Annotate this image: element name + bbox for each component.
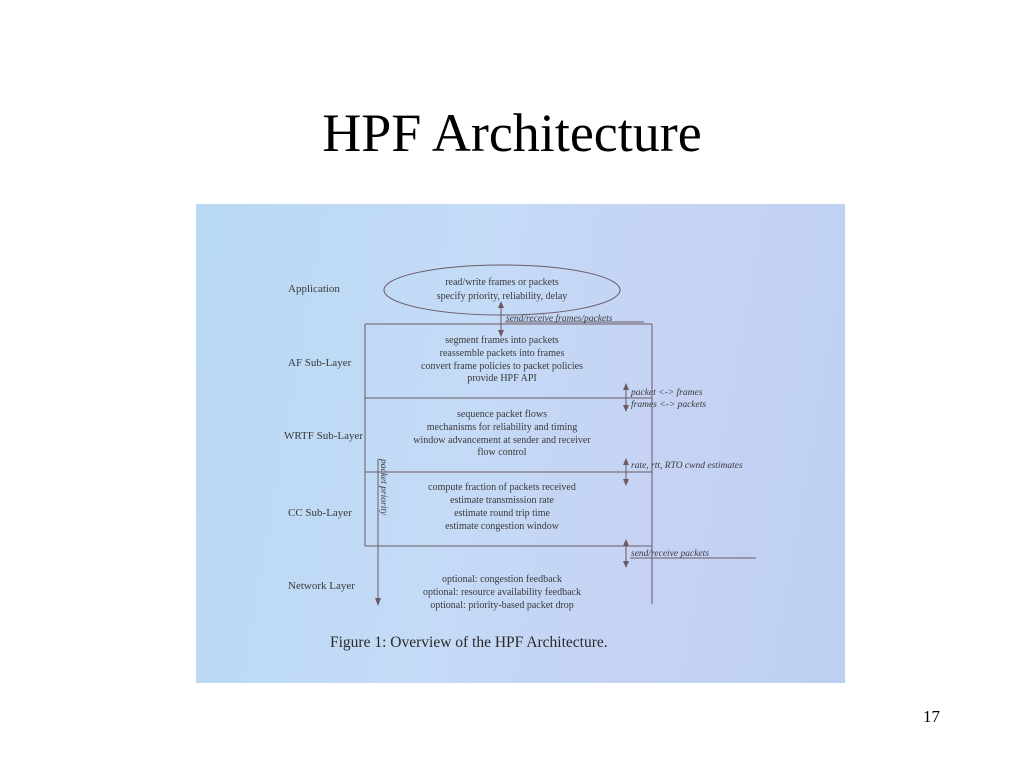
network-line: optional: congestion feedback xyxy=(442,574,562,585)
network-line: optional: resource availability feedback xyxy=(423,587,581,598)
figure-caption: Figure 1: Overview of the HPF Architectu… xyxy=(330,634,608,651)
wrtf-line: flow control xyxy=(477,447,526,458)
application-ellipse xyxy=(383,264,621,316)
af-wrtf-arrow-down xyxy=(623,405,629,412)
af-wrtf-arrow-up xyxy=(623,383,629,390)
network-line: optional: priority-based packet drop xyxy=(430,600,574,611)
layer-network-label: Network Layer xyxy=(288,580,355,592)
cc-net-interface-label: send/receive packets xyxy=(631,549,709,559)
cc-line: compute fraction of packets received xyxy=(428,482,576,493)
cc-line: estimate congestion window xyxy=(445,521,560,532)
cc-net-arrow-down xyxy=(623,561,629,568)
layer-application-label: Application xyxy=(288,283,340,295)
wrtf-cc-arrow-down xyxy=(623,479,629,486)
packet-priority-label: packet priority xyxy=(378,458,388,516)
cc-line: estimate transmission rate xyxy=(450,495,554,506)
wrtf-line: mechanisms for reliability and timing xyxy=(427,422,578,433)
application-line: read/write frames or packets xyxy=(445,277,559,288)
application-line: specify priority, reliability, delay xyxy=(437,291,568,302)
layer-cc-label: CC Sub-Layer xyxy=(288,507,352,519)
layer-af-label: AF Sub-Layer xyxy=(288,357,352,369)
cc-net-arrow-up xyxy=(623,539,629,546)
af-line: segment frames into packets xyxy=(445,335,559,346)
af-line: convert frame policies to packet policie… xyxy=(421,361,583,372)
af-line: reassemble packets into frames xyxy=(440,348,565,359)
app-af-arrow-up xyxy=(498,301,504,308)
af-wrtf-interface-label: frames <-> packets xyxy=(631,399,706,410)
layer-wrtf-label: WRTF Sub-Layer xyxy=(284,430,363,442)
wrtf-line: sequence packet flows xyxy=(457,409,547,420)
packet-priority-arrowhead xyxy=(375,598,381,606)
slide-number: 17 xyxy=(923,707,940,726)
app-af-arrow-down xyxy=(498,330,504,337)
architecture-diagram: Application AF Sub-Layer WRTF Sub-Layer … xyxy=(284,264,756,651)
cc-line: estimate round trip time xyxy=(454,508,550,519)
slide-title: HPF Architecture xyxy=(322,103,702,163)
architecture-figure: Application AF Sub-Layer WRTF Sub-Layer … xyxy=(196,204,845,683)
wrtf-cc-interface-label: rate, rtt, RTO cwnd estimates xyxy=(631,461,743,471)
app-af-interface-label: send/receive frames/packets xyxy=(506,313,613,324)
wrtf-line: window advancement at sender and receive… xyxy=(413,435,591,446)
af-line: provide HPF API xyxy=(467,373,536,384)
af-wrtf-interface-label: packet <-> frames xyxy=(630,387,703,398)
wrtf-cc-arrow-up xyxy=(623,458,629,465)
